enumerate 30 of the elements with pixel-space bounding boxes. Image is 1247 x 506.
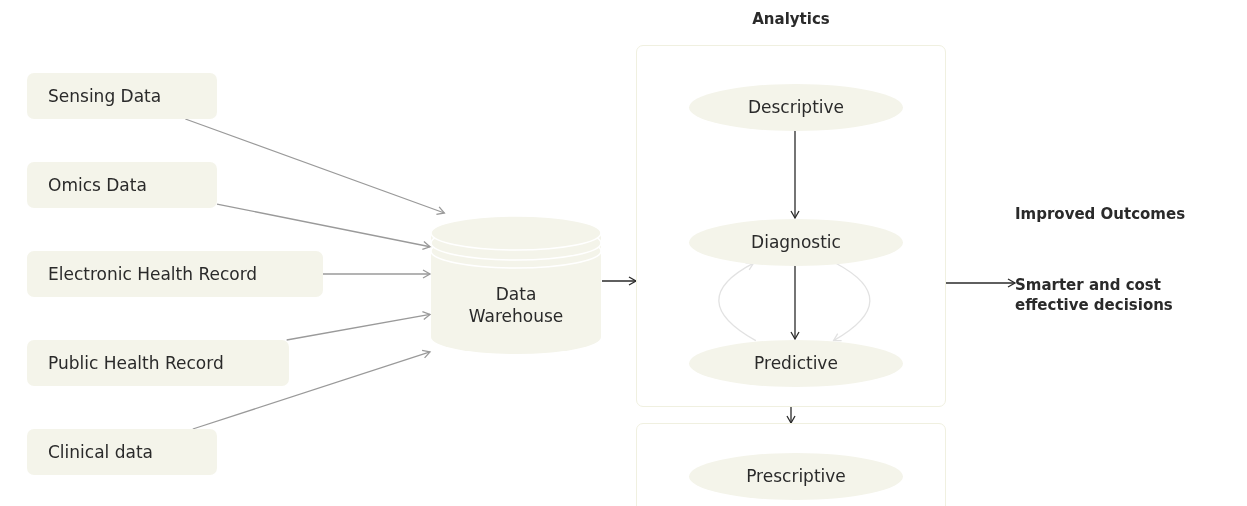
node-label: Data Warehouse: [467, 282, 565, 328]
node-label: Diagnostic: [751, 231, 841, 254]
arrow: [601, 276, 637, 286]
node-label: Sensing Data: [48, 84, 162, 108]
node-label: Omics Data: [48, 173, 147, 197]
source-box: [27, 429, 217, 475]
source-box: [27, 251, 323, 297]
arrow: [184, 118, 445, 215]
arrow: [786, 406, 796, 424]
arrow: [322, 269, 431, 279]
outcome-heading: Improved Outcomes: [1015, 205, 1186, 223]
group-heading: Analytics: [751, 10, 831, 28]
node-label: Public Health Record: [48, 351, 224, 375]
arrow: [790, 264, 800, 340]
node-label: Electronic Health Record: [48, 262, 258, 286]
source-box: [27, 73, 217, 119]
source-box: [27, 162, 217, 208]
node-label: Descriptive: [747, 96, 845, 119]
arrow: [216, 203, 431, 250]
arrow: [192, 349, 431, 430]
node-label: Prescriptive: [746, 465, 846, 488]
node-label: Predictive: [754, 352, 838, 375]
group-box: [636, 423, 946, 506]
outcome-text: Smarter and cost effective decisions: [1015, 274, 1174, 315]
arrow: [286, 311, 431, 341]
arrow: [790, 129, 800, 219]
arrow: [718, 262, 757, 342]
arrow: [945, 278, 1016, 288]
node-label: Clinical data: [48, 440, 153, 464]
source-box: [27, 340, 289, 386]
